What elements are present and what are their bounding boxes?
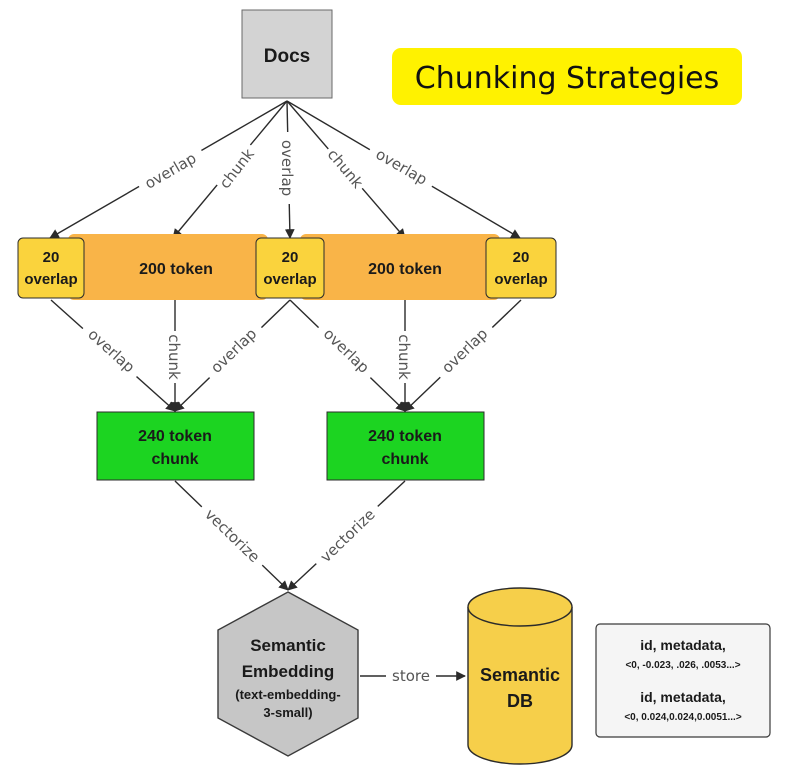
svg-text:chunk: chunk (216, 145, 258, 192)
svg-text:(text-embedding-: (text-embedding- (235, 687, 340, 702)
svg-text:20: 20 (43, 249, 60, 266)
svg-text:<0, -0.023, .026, .0053...>: <0, -0.023, .026, .0053...> (625, 660, 740, 671)
label-right-overlap-b: overlap (432, 319, 497, 383)
svg-text:overlap: overlap (24, 271, 77, 288)
svg-text:vectorize: vectorize (317, 505, 379, 566)
overlap-block-center: 20 overlap (255, 237, 325, 299)
svg-text:3-small): 3-small) (263, 705, 312, 720)
svg-text:Semantic: Semantic (480, 665, 560, 685)
svg-text:overlap: overlap (263, 271, 316, 288)
svg-text:240 token: 240 token (368, 428, 442, 445)
label-docs-chunk-left: chunk (214, 141, 261, 194)
docs-label: Docs (264, 46, 310, 67)
title-text: Chunking Strategies (415, 61, 720, 96)
svg-text:overlap: overlap (373, 145, 431, 189)
record-1: id, metadata, <0, -0.023, .026, .0053...… (625, 637, 740, 671)
docs-box: Docs (241, 9, 333, 99)
svg-text:vectorize: vectorize (201, 505, 263, 566)
svg-text:id, metadata,: id, metadata, (640, 689, 726, 705)
label-right-chunk: chunk (395, 331, 413, 383)
record-2: id, metadata, <0, 0.024,0.024,0.0051...> (624, 689, 741, 723)
svg-text:id, metadata,: id, metadata, (640, 637, 726, 653)
svg-text:overlap: overlap (320, 325, 373, 377)
svg-text:overlap: overlap (84, 325, 138, 376)
label-left-overlap-b: overlap (201, 319, 266, 383)
overlap-block-right: 20 overlap (485, 237, 557, 299)
svg-text:240 token: 240 token (138, 428, 212, 445)
svg-text:overlap: overlap (207, 325, 260, 377)
chunk-row: 200 token 200 token 20 overlap 20 overla… (17, 234, 557, 300)
embedding-node: Semantic Embedding (text-embedding- 3-sm… (217, 591, 359, 757)
chunk-output-1: 240 token chunk (96, 411, 255, 481)
svg-text:chunk: chunk (165, 334, 183, 380)
svg-text:overlap: overlap (278, 140, 296, 196)
svg-text:overlap: overlap (438, 325, 491, 377)
svg-text:<0, 0.024,0.024,0.0051...>: <0, 0.024,0.024,0.0051...> (624, 712, 741, 723)
overlap-block-left: 20 overlap (17, 237, 85, 299)
svg-text:Semantic: Semantic (250, 636, 326, 655)
semantic-db: Semantic DB (467, 587, 573, 765)
label-docs-chunk-right: chunk (321, 142, 369, 195)
label-right-overlap-a: overlap (314, 319, 379, 383)
label-vectorize-right: vectorize (311, 500, 385, 572)
label-docs-overlap-right: overlap (365, 141, 438, 193)
title-badge: Chunking Strategies (392, 48, 742, 105)
records-box: id, metadata, <0, -0.023, .026, .0053...… (595, 623, 771, 738)
svg-text:chunk: chunk (395, 334, 413, 380)
svg-text:Embedding: Embedding (242, 662, 335, 681)
label-docs-overlap-center: overlap (278, 132, 296, 204)
chunk-output-2: 240 token chunk (326, 411, 485, 481)
svg-text:DB: DB (507, 691, 533, 711)
svg-text:200 token: 200 token (368, 261, 442, 278)
svg-text:200 token: 200 token (139, 261, 213, 278)
svg-text:20: 20 (513, 249, 530, 266)
label-left-chunk: chunk (165, 331, 183, 383)
svg-text:20: 20 (282, 249, 299, 266)
store-connector: store (360, 666, 466, 686)
token-block-2: 200 token (300, 234, 500, 300)
svg-text:overlap: overlap (142, 149, 200, 193)
label-left-overlap-a: overlap (78, 319, 145, 382)
label-vectorize-left: vectorize (195, 500, 269, 572)
svg-text:chunk: chunk (324, 145, 367, 192)
svg-text:overlap: overlap (494, 271, 547, 288)
svg-text:chunk: chunk (151, 451, 198, 468)
label-store: store (392, 667, 430, 685)
vectorize-connectors (174, 480, 406, 591)
token-block-1: 200 token (68, 234, 268, 300)
svg-text:chunk: chunk (381, 451, 428, 468)
label-docs-overlap-left: overlap (135, 144, 208, 197)
